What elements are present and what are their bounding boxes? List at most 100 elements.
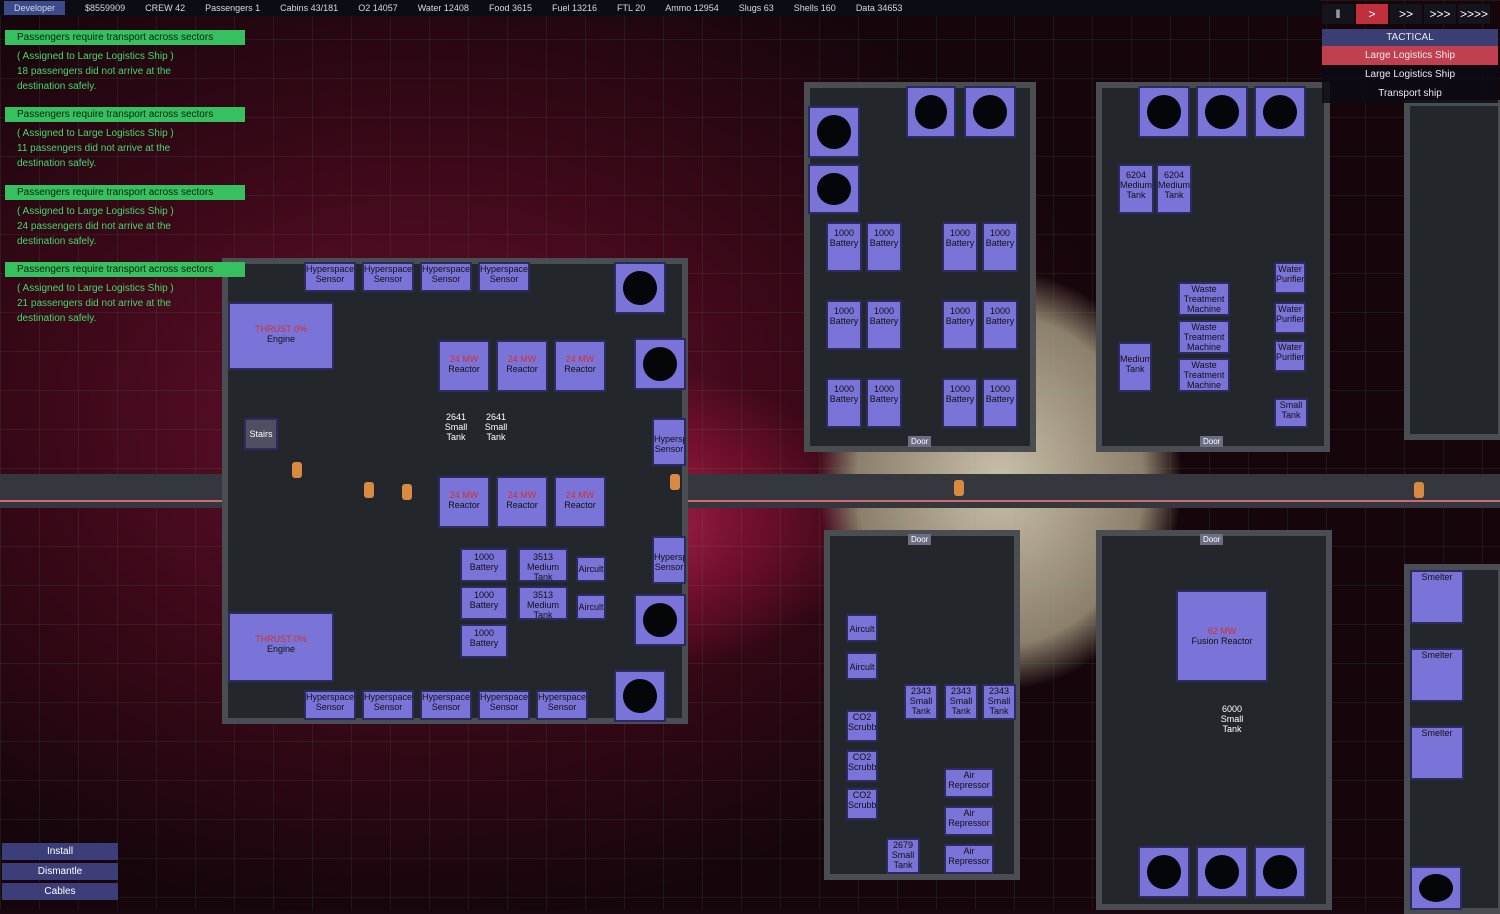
tactical-ship-item[interactable]: Large Logistics Ship — [1364, 69, 1456, 80]
hyperspace-sensor[interactable]: Hyperspace Sensor — [362, 262, 414, 292]
hyperspace-sensor[interactable]: Hyperspace Sensor — [652, 418, 686, 466]
crew-member[interactable] — [364, 482, 374, 498]
notification[interactable]: Passengers require transport across sect… — [5, 185, 245, 253]
turret[interactable] — [1410, 866, 1462, 910]
co2-scrubber[interactable]: CO2 Scrubber — [846, 750, 878, 782]
turret[interactable] — [808, 106, 860, 158]
water-purifier[interactable]: Water Purifier — [1274, 302, 1306, 334]
hyperspace-sensor[interactable]: Hyperspace Sensor — [478, 262, 530, 292]
air-repressor[interactable]: Air Repressor — [944, 768, 994, 798]
pause-button[interactable]: ‖ — [1322, 4, 1354, 24]
door[interactable]: Door — [908, 534, 932, 545]
turret[interactable] — [634, 338, 686, 390]
notification[interactable]: Passengers require transport across sect… — [5, 107, 245, 175]
aircult[interactable]: Aircult — [846, 652, 878, 680]
engine-room-2[interactable]: THRUST 0%Engine — [228, 612, 334, 682]
door[interactable]: Door — [1200, 436, 1224, 447]
play-button[interactable]: > — [1356, 4, 1388, 24]
hyperspace-sensor[interactable]: Hyperspace Sensor — [304, 690, 356, 720]
turret[interactable] — [906, 86, 956, 138]
crew-member[interactable] — [670, 474, 680, 490]
waste-machine[interactable]: Waste Treatment Machine — [1178, 320, 1230, 354]
waste-machine[interactable]: Waste Treatment Machine — [1178, 282, 1230, 316]
smelter[interactable]: Smelter — [1410, 570, 1464, 624]
aircult[interactable]: Aircult — [846, 614, 878, 642]
turret[interactable] — [1254, 86, 1306, 138]
smelter[interactable]: Smelter — [1410, 726, 1464, 780]
door[interactable]: Door — [908, 436, 932, 447]
medium-tank[interactable]: Medium Tank — [1118, 342, 1152, 392]
co2-scrubber[interactable]: CO2 Scrubber — [846, 710, 878, 742]
hyperspace-sensor[interactable]: Hyperspace Sensor — [420, 262, 472, 292]
crew-member[interactable] — [1414, 482, 1424, 498]
turret[interactable] — [1196, 86, 1248, 138]
turret[interactable] — [808, 164, 860, 214]
turret[interactable] — [614, 670, 666, 722]
fast-button[interactable]: >> — [1390, 4, 1422, 24]
turret[interactable] — [1138, 86, 1190, 138]
waste-machine[interactable]: Waste Treatment Machine — [1178, 358, 1230, 392]
turret[interactable] — [1138, 846, 1190, 898]
faster-button[interactable]: >>> — [1424, 4, 1456, 24]
smelter[interactable]: Smelter — [1410, 648, 1464, 702]
water-purifier[interactable]: Water Purifier — [1274, 340, 1306, 372]
door[interactable]: Door — [1200, 534, 1224, 545]
cables-button[interactable]: Cables — [2, 883, 118, 900]
tactical-ship-item[interactable]: Large Logistics Ship — [1322, 46, 1498, 65]
fastest-button[interactable]: >>>> — [1458, 4, 1490, 24]
hyperspace-sensor[interactable]: Hyperspace Sensor — [478, 690, 530, 720]
turret[interactable] — [634, 594, 686, 646]
turret[interactable] — [964, 86, 1016, 138]
aircult[interactable]: Aircult — [576, 594, 606, 620]
turret[interactable] — [1196, 846, 1248, 898]
turret[interactable] — [614, 262, 666, 314]
hyperspace-sensor[interactable]: Hyperspace Sensor — [362, 690, 414, 720]
stairs[interactable]: Stairs — [244, 418, 278, 450]
air-repressor[interactable]: Air Repressor — [944, 806, 994, 836]
dismantle-button[interactable]: Dismantle — [2, 863, 118, 880]
notification[interactable]: Passengers require transport across sect… — [5, 30, 245, 98]
crew-member[interactable] — [954, 480, 964, 496]
small-tank[interactable]: Small Tank — [1274, 398, 1308, 428]
crew-member[interactable] — [292, 462, 302, 478]
tactical-ship-item[interactable]: Transport ship — [1378, 88, 1442, 99]
install-button[interactable]: Install — [2, 843, 118, 860]
turret[interactable] — [1254, 846, 1306, 898]
notification[interactable]: Passengers require transport across sect… — [5, 262, 245, 330]
hyperspace-sensor[interactable]: Hyperspace Sensor — [652, 536, 686, 584]
air-repressor[interactable]: Air Repressor — [944, 844, 994, 874]
crew-member[interactable] — [402, 484, 412, 500]
